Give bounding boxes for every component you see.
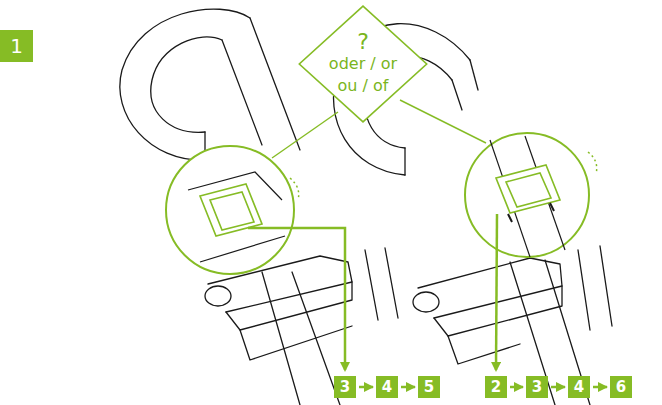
step-arrow (593, 386, 607, 389)
step-arrow (551, 386, 565, 389)
node-text: 4 (382, 378, 392, 396)
mount-face (506, 173, 551, 207)
handlebar-tube (510, 262, 555, 405)
step-box: 6 (610, 376, 632, 398)
stem-bolt (413, 292, 439, 312)
step-box: 4 (376, 376, 398, 398)
node-text: 3 (340, 378, 350, 396)
node-text: 3 (532, 378, 542, 396)
pointer-arrow (496, 214, 497, 370)
step-arrow (401, 386, 415, 389)
step-box: 4 (568, 376, 590, 398)
stem (434, 286, 562, 336)
handlebar-end (404, 148, 405, 175)
step-arrow (510, 386, 523, 389)
stem-detail (200, 236, 285, 262)
node-text: ou / of (338, 75, 389, 97)
stem-bolt (205, 286, 231, 306)
handlebar-tube (262, 272, 300, 405)
highlight-circle (465, 133, 589, 257)
leader-line (272, 112, 338, 158)
handlebar-tube (452, 80, 462, 110)
node-text: 6 (616, 378, 626, 396)
stem (448, 336, 520, 364)
step-number: 1 (0, 30, 33, 62)
stem (226, 282, 352, 330)
handlebar-drop (151, 37, 222, 132)
handlebar-tube (250, 18, 300, 150)
step-box: 3 (334, 376, 356, 398)
node-text: 4 (574, 378, 584, 396)
diamond-outline (299, 6, 426, 122)
step-box: 2 (485, 376, 507, 398)
cable-dots (588, 152, 597, 174)
node-text: ? (357, 31, 369, 53)
steerer (578, 246, 612, 330)
handlebar-drop (120, 9, 250, 160)
pointer-arrow (248, 228, 345, 370)
stem (240, 326, 352, 360)
mount-face (210, 192, 254, 230)
handlebar-tube (470, 60, 478, 90)
decision-diamond: ?oder / orou / of (298, 5, 428, 123)
stem (418, 258, 562, 318)
node-text: oder / or (329, 53, 397, 75)
node-text: 2 (491, 378, 501, 396)
node-text: 5 (424, 378, 434, 396)
steerer (365, 248, 398, 320)
handlebar-tube (222, 40, 262, 145)
step-arrow (359, 386, 373, 389)
cable-dots (290, 178, 299, 200)
highlight-circle (166, 146, 294, 274)
leader-line (400, 100, 486, 143)
mount-strap (508, 203, 554, 222)
step-box: 3 (526, 376, 548, 398)
node-text: 1 (10, 34, 23, 58)
step-box: 5 (418, 376, 440, 398)
